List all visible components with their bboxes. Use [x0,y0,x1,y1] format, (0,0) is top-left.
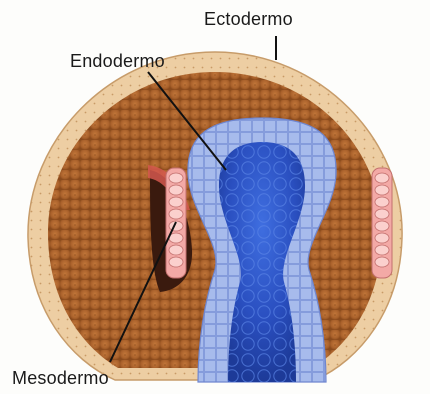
endoderm-label: Endodermo [70,51,165,72]
mesoderm-label: Mesodermo [12,368,109,389]
mesoderm-right [372,168,392,278]
ectoderm-label: Ectodermo [204,9,293,30]
